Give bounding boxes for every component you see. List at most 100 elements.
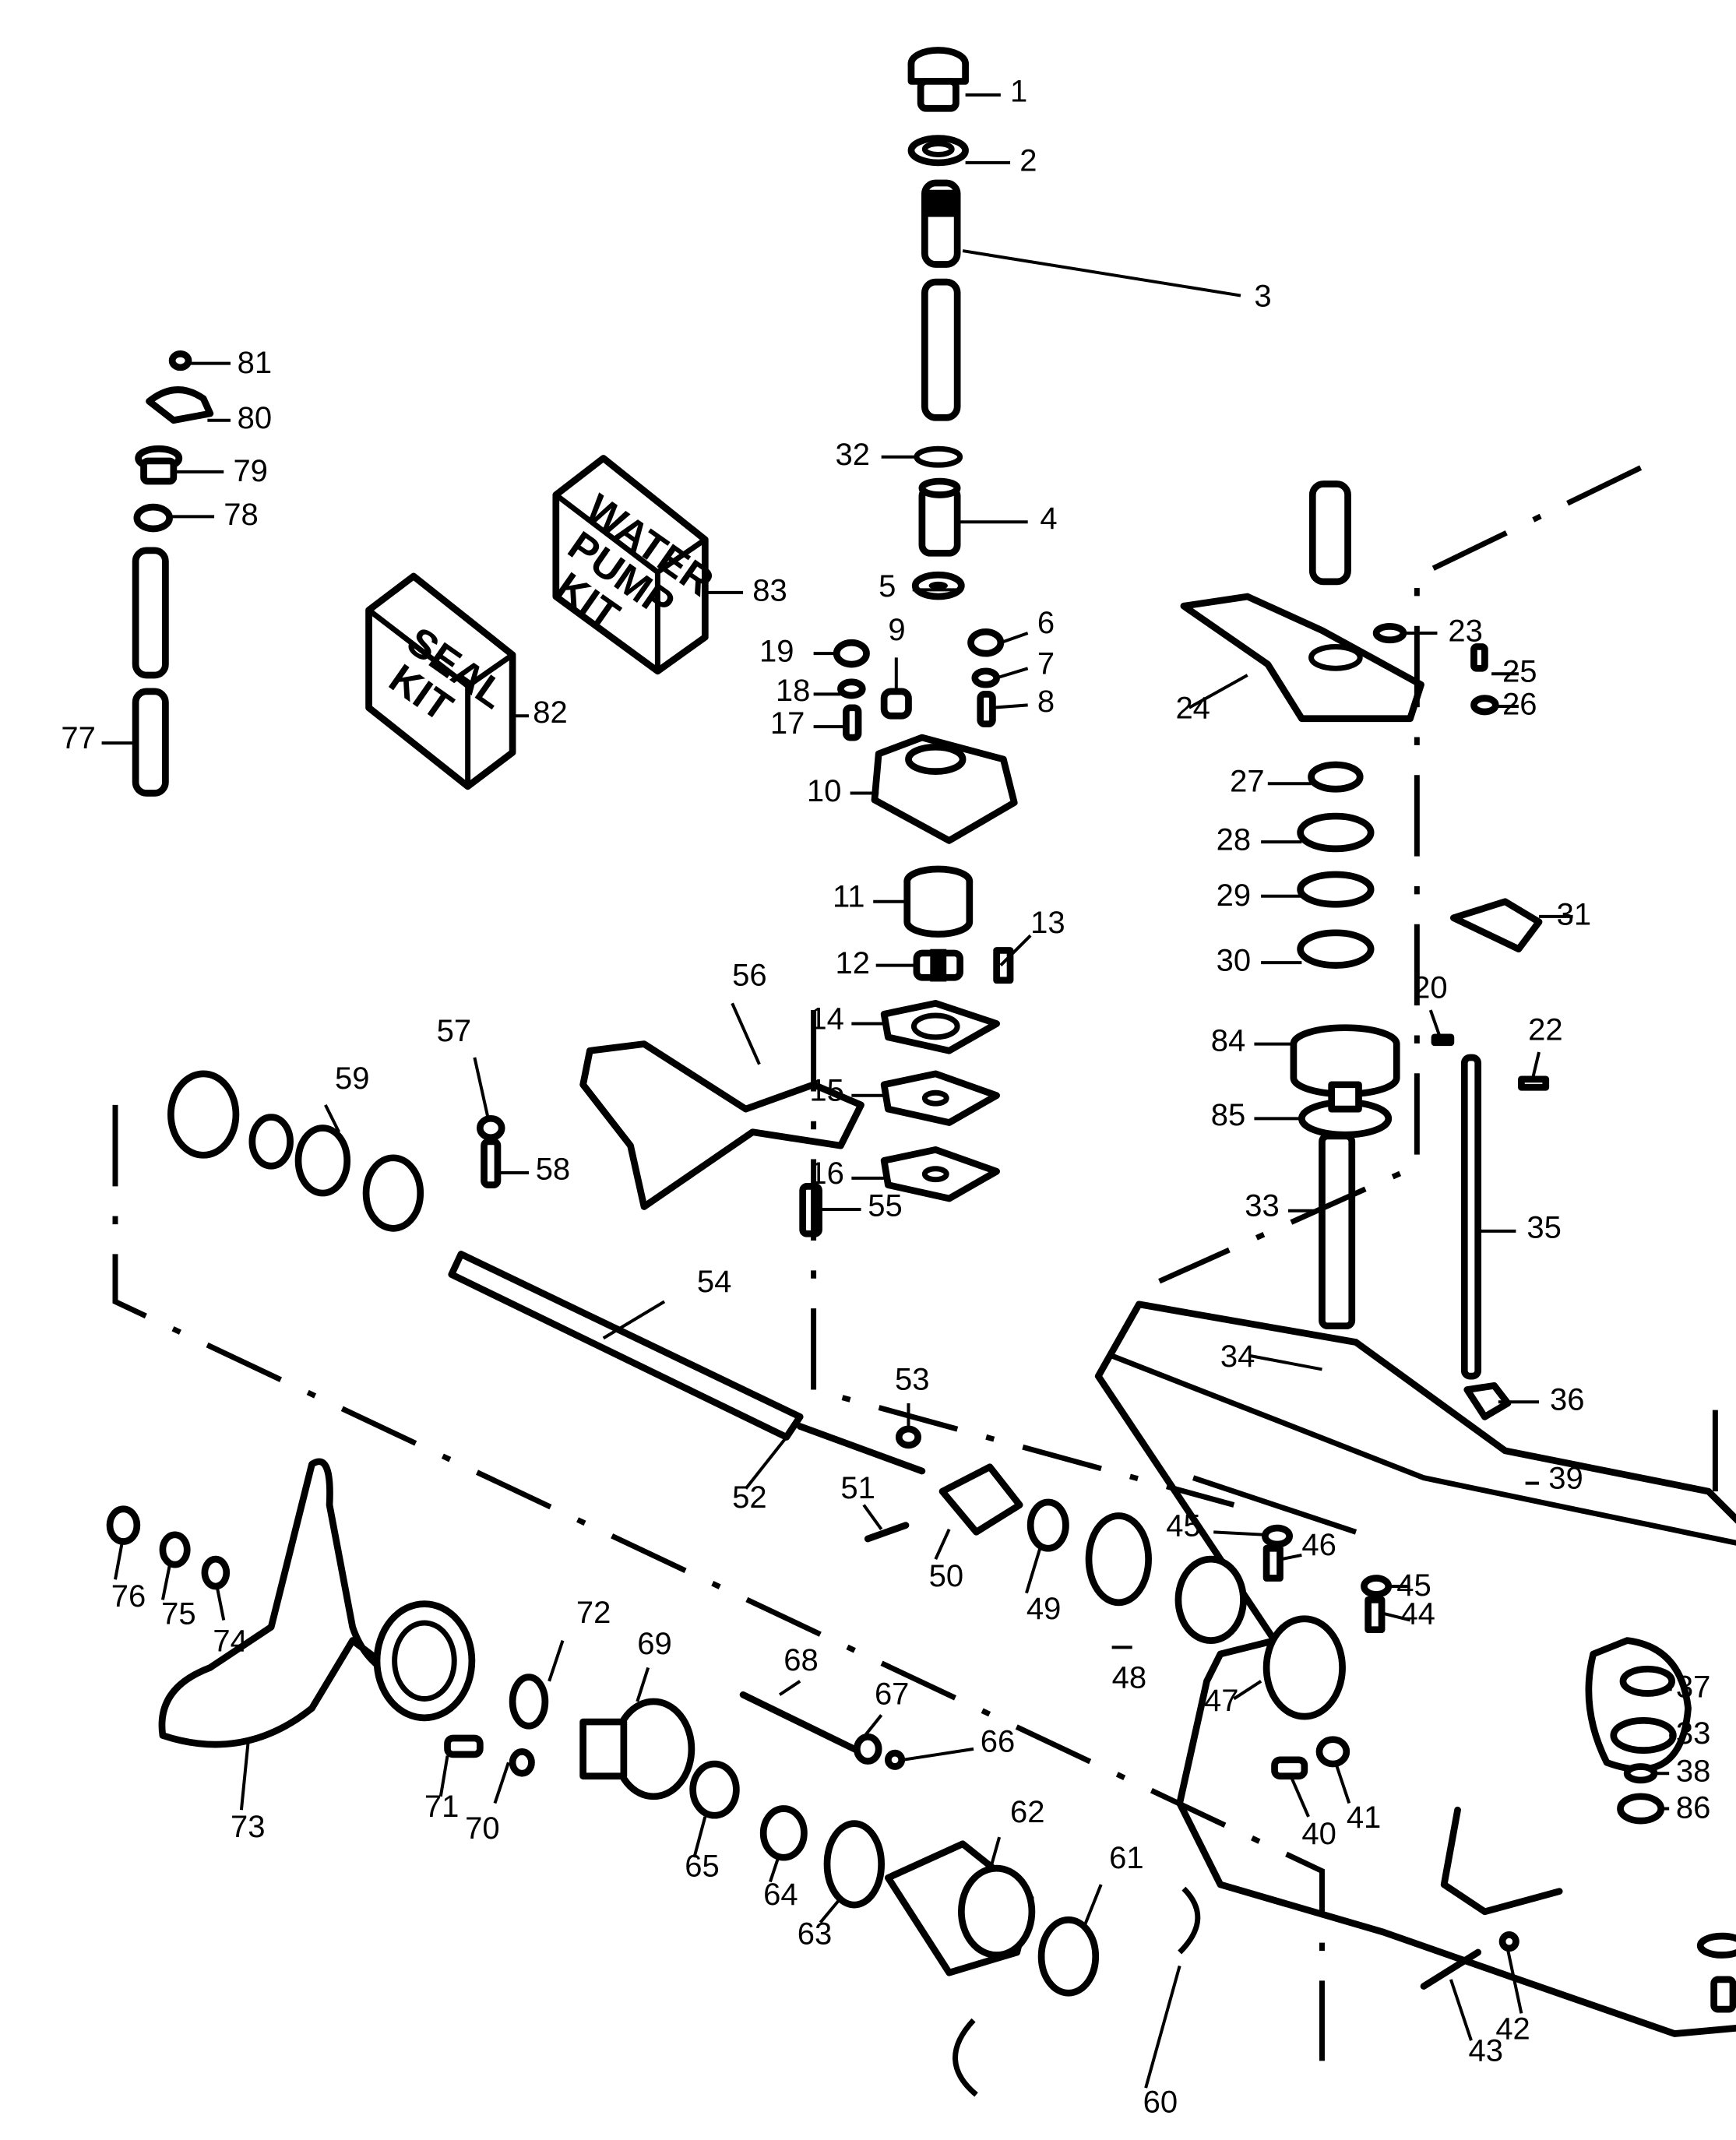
callout-label-38: 38 — [1676, 1755, 1711, 1789]
part-60-retaining-ring — [953, 1886, 1201, 2097]
leader-line-74 — [215, 1586, 226, 1621]
part-51-cross-pin — [864, 1522, 910, 1543]
part-61-o-ring — [1037, 1916, 1100, 1997]
part-43-bolt — [1420, 1948, 1482, 1990]
callout-label-7: 7 — [1037, 646, 1055, 681]
part-41-washer-b — [1696, 1932, 1736, 1959]
callout-label-49: 49 — [1026, 1592, 1062, 1626]
callout-label-81: 81 — [238, 346, 273, 380]
part-16-gasket — [880, 1146, 1000, 1202]
callout-label-64: 64 — [763, 1878, 798, 1912]
part-84-cup — [1290, 1024, 1400, 1098]
callout-label-74: 74 — [213, 1624, 248, 1659]
part-10-pump-housing — [871, 734, 1018, 844]
part-23-bushing — [1372, 622, 1407, 644]
callout-label-73: 73 — [231, 1810, 266, 1844]
part-41-washer-a — [1315, 1736, 1350, 1768]
part-73-propeller — [158, 1458, 476, 1748]
leader-line-76 — [114, 1542, 124, 1580]
leader-line-67 — [864, 1714, 883, 1737]
leader-line-45a — [1213, 1530, 1266, 1536]
part-skeg — [1440, 1806, 1563, 1916]
part-62-bearing-carrier — [885, 1840, 1036, 1976]
part-65-bushing — [689, 1760, 740, 1819]
leader-line-24 — [1188, 674, 1248, 709]
callout-label-12: 12 — [835, 946, 870, 980]
leader-line-46 — [1280, 1553, 1302, 1561]
part-64-bushing — [759, 1805, 808, 1861]
leader-line-69 — [636, 1667, 650, 1702]
part-68-bolt — [739, 1691, 858, 1753]
callout-label-15: 15 — [809, 1074, 844, 1108]
part-30-bearing — [1297, 929, 1375, 969]
callout-label-40a: 40 — [1301, 1817, 1336, 1851]
leader-line-41a — [1333, 1762, 1351, 1804]
leader-line-59 — [324, 1104, 341, 1133]
part-29-o-ring — [1297, 871, 1375, 908]
part-35-shift-shaft — [1460, 1054, 1482, 1380]
callout-label-30: 30 — [1217, 944, 1252, 978]
callout-label-6: 6 — [1037, 606, 1055, 640]
callout-label-56: 56 — [732, 959, 767, 993]
phantom-line-driveshaft — [1158, 465, 1643, 1284]
leader-line-65 — [692, 1816, 707, 1858]
callout-label-55: 55 — [868, 1189, 903, 1223]
callout-label-65: 65 — [685, 1850, 720, 1884]
callout-label-28: 28 — [1217, 823, 1252, 857]
part-72-thrust-washer — [509, 1674, 549, 1730]
part-79-bushing — [135, 445, 183, 485]
part-50-clutch — [938, 1463, 1023, 1536]
callout-label-9: 9 — [888, 613, 905, 647]
callout-label-79: 79 — [233, 454, 268, 488]
callout-label-50: 50 — [929, 1559, 964, 1593]
part-45-washer-b — [1361, 1575, 1393, 1598]
part-82-seal-kit-box: SEAL KIT — [365, 572, 516, 790]
part-25-screw — [1470, 643, 1488, 672]
callout-label-86: 86 — [1676, 1791, 1711, 1825]
part-40-screw-b — [1710, 1976, 1736, 2013]
callout-label-48: 48 — [1112, 1661, 1147, 1695]
callout-label-5: 5 — [879, 569, 896, 604]
part-6-nut — [967, 628, 1005, 657]
callout-label-58: 58 — [536, 1153, 571, 1187]
callout-label-66: 66 — [981, 1724, 1016, 1758]
callout-label-45b: 45 — [1396, 1568, 1431, 1603]
callout-label-59: 59 — [335, 1061, 370, 1096]
callout-label-52: 52 — [732, 1480, 767, 1515]
part-80-clip — [146, 386, 214, 424]
part-27-seal — [1308, 761, 1364, 793]
callout-label-27: 27 — [1230, 765, 1265, 799]
callout-label-3: 3 — [1254, 279, 1271, 313]
callout-label-63: 63 — [798, 1917, 833, 1952]
part-4-sleeve — [918, 477, 961, 557]
callout-label-33a: 33 — [1245, 1189, 1280, 1223]
callout-label-29: 29 — [1217, 878, 1252, 913]
part-28-seal — [1297, 812, 1375, 853]
callout-label-62: 62 — [1010, 1795, 1045, 1829]
part-26-washer — [1470, 695, 1499, 716]
leader-line-73 — [239, 1741, 250, 1811]
part-48-gear-bearing — [1085, 1512, 1247, 1644]
callout-label-17: 17 — [770, 706, 805, 741]
part-33-gear — [1610, 1716, 1677, 1754]
leader-line-20 — [1428, 1009, 1442, 1038]
leader-line-50 — [934, 1529, 951, 1560]
callout-label-35: 35 — [1526, 1211, 1562, 1245]
part-44-screw — [1365, 1596, 1386, 1634]
part-63-o-ring — [823, 1820, 886, 1909]
part-70-washer — [509, 1748, 535, 1777]
part-77-shift-rod — [132, 547, 169, 797]
callout-label-85: 85 — [1211, 1098, 1246, 1132]
part-14-gasket — [880, 999, 1000, 1054]
part-75-washer — [159, 1531, 191, 1568]
part-74-spacer — [201, 1555, 231, 1590]
part-40-screw-a — [1271, 1756, 1308, 1780]
part-47-bearing-carrier — [1262, 1615, 1346, 1720]
leader-line-43 — [1449, 1979, 1473, 2041]
part-38-washer — [1623, 1763, 1658, 1784]
part-1-bushing — [907, 47, 969, 112]
part-57-washer — [476, 1114, 505, 1142]
leader-line-56 — [731, 1002, 761, 1065]
part-54-propeller-shaft — [448, 1251, 804, 1441]
leader-line-40a — [1289, 1775, 1310, 1818]
